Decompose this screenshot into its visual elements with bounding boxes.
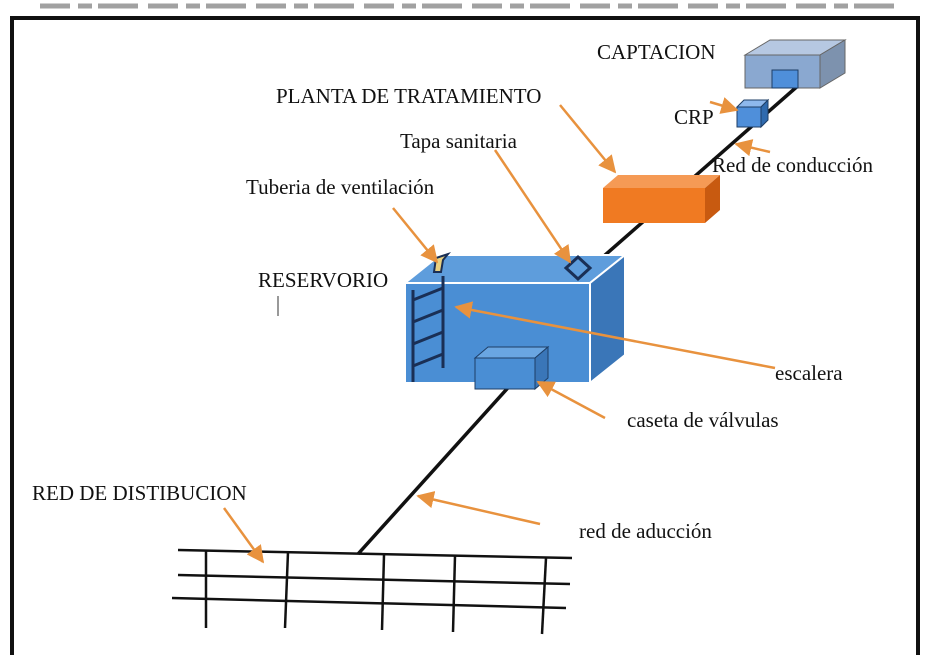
planta-structure (603, 175, 720, 223)
captacion-structure (743, 39, 847, 89)
cropped-caption-strip (0, 0, 928, 10)
arrow-escalera (454, 301, 776, 370)
label-aduccion: red de aducción (579, 519, 712, 543)
ladder (411, 276, 445, 382)
arrow-distribucion (222, 507, 265, 564)
arrow-caseta (536, 380, 606, 420)
label-tuberia: Tuberia de ventilación (246, 175, 435, 199)
arrow-tuberia (392, 207, 439, 264)
label-reservorio: RESERVORIO (258, 268, 388, 292)
distribution-network (171, 548, 573, 635)
pointer-arrows (222, 97, 776, 564)
pipe-aduccion (356, 378, 517, 556)
arrow-planta (559, 104, 617, 174)
caseta-structure (473, 345, 550, 391)
sanitary-cover (563, 254, 593, 282)
arrow-aduccion (416, 490, 541, 526)
arrow-tapa (493, 149, 572, 264)
label-tapa: Tapa sanitaria (400, 129, 518, 153)
label-escalera: escalera (775, 361, 843, 385)
label-crp: CRP (674, 105, 714, 129)
crp-structure (735, 98, 770, 129)
label-distribucion: RED DE DISTIBUCION (32, 481, 247, 505)
diagram-frame (10, 16, 920, 655)
arrow-crp (709, 97, 739, 114)
label-planta: PLANTA DE TRATAMIENTO (276, 84, 541, 108)
label-captacion: CAPTACION (597, 40, 716, 64)
arrow-conduccion (734, 139, 771, 157)
label-conduccion: Red de conducción (712, 153, 873, 177)
label-caseta: caseta de válvulas (627, 408, 779, 432)
